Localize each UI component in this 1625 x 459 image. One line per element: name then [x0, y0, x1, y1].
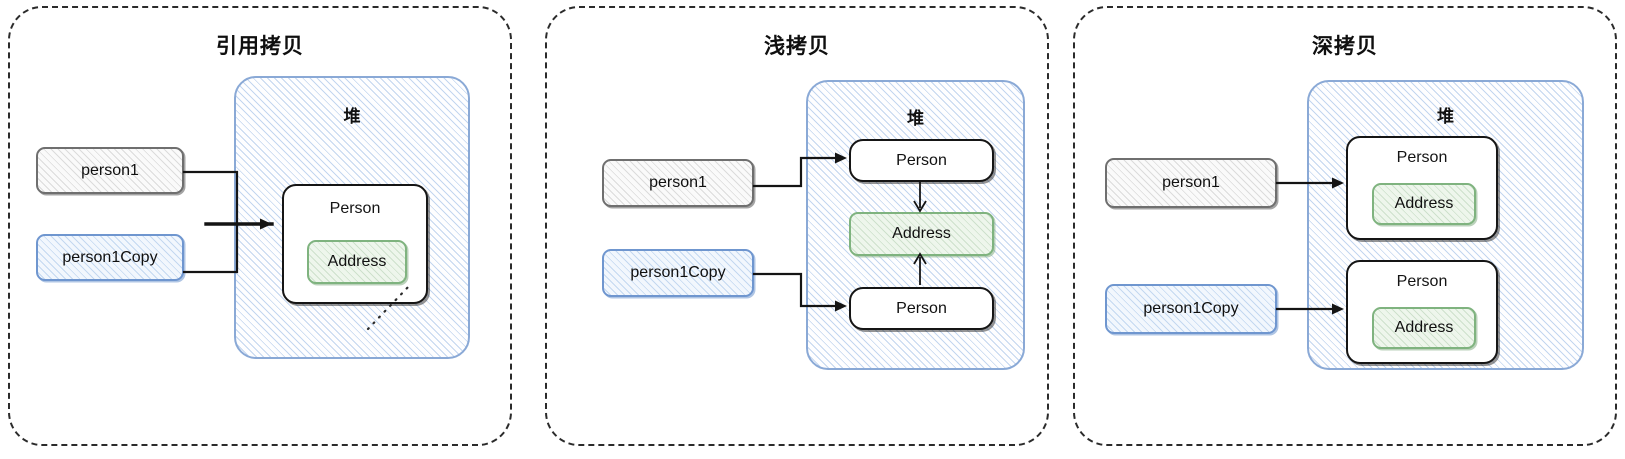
heap-region-reference-copy: 堆 Person Address [234, 76, 470, 359]
variable-box-person1[interactable]: person1 [602, 159, 754, 207]
panel-title-shallow-copy: 浅拷贝 [764, 35, 830, 58]
variable-label-person1: person1 [81, 161, 139, 179]
connector-person1-to-heap [182, 170, 239, 226]
object-label-address-upper: Address [1394, 195, 1454, 212]
connector-person1copy-to-heap [182, 222, 239, 274]
heap-region-deep-copy: 堆 Person Address Person Address [1307, 80, 1584, 370]
object-title-person-upper: Person [1396, 149, 1448, 166]
object-label-address-lower: Address [1394, 319, 1454, 336]
panel-reference-copy: 引用拷贝 堆 Person Address person1 person1Cop… [8, 6, 512, 446]
panel-title-reference-copy: 引用拷贝 [216, 35, 304, 58]
object-box-address-lower[interactable]: Address [1372, 307, 1476, 349]
variable-box-person1copy[interactable]: person1Copy [602, 249, 754, 297]
object-title-person: Person [329, 200, 381, 217]
panel-title-deep-copy: 深拷贝 [1312, 35, 1378, 58]
variable-label-person1: person1 [649, 174, 707, 191]
panel-shallow-copy: 浅拷贝 堆 Person Address Person person1 pers… [545, 6, 1049, 446]
object-box-person-bottom[interactable]: Person [849, 287, 994, 330]
object-title-person-lower: Person [1396, 273, 1448, 290]
object-label-person-bottom: Person [896, 299, 947, 317]
heap-label-shallow-copy: 堆 [907, 109, 924, 128]
object-box-address[interactable]: Address [307, 240, 407, 284]
panel-deep-copy: 深拷贝 堆 Person Address Person Address pers… [1073, 6, 1617, 446]
variable-box-person1copy[interactable]: person1Copy [1105, 284, 1277, 334]
object-box-person-upper[interactable]: Person Address [1346, 136, 1498, 240]
variable-label-person1copy: person1Copy [630, 264, 726, 281]
object-box-address-upper[interactable]: Address [1372, 183, 1476, 225]
variable-label-person1copy: person1Copy [62, 248, 158, 266]
variable-box-person1[interactable]: person1 [1105, 158, 1277, 208]
object-label-address-shared: Address [892, 225, 951, 242]
object-box-person-top[interactable]: Person [849, 139, 994, 182]
variable-box-person1copy[interactable]: person1Copy [36, 234, 184, 281]
heap-label-deep-copy: 堆 [1437, 107, 1454, 126]
variable-box-person1[interactable]: person1 [36, 147, 184, 194]
object-box-person[interactable]: Person Address [282, 184, 428, 304]
object-label-person-top: Person [896, 151, 947, 169]
heap-label-reference-copy: 堆 [343, 107, 361, 126]
heap-region-shallow-copy: 堆 Person Address Person [806, 80, 1025, 370]
variable-label-person1: person1 [1162, 174, 1220, 191]
object-label-address: Address [327, 253, 387, 270]
object-box-person-lower[interactable]: Person Address [1346, 260, 1498, 364]
object-box-address-shared[interactable]: Address [849, 212, 994, 256]
variable-label-person1copy: person1Copy [1143, 300, 1239, 317]
